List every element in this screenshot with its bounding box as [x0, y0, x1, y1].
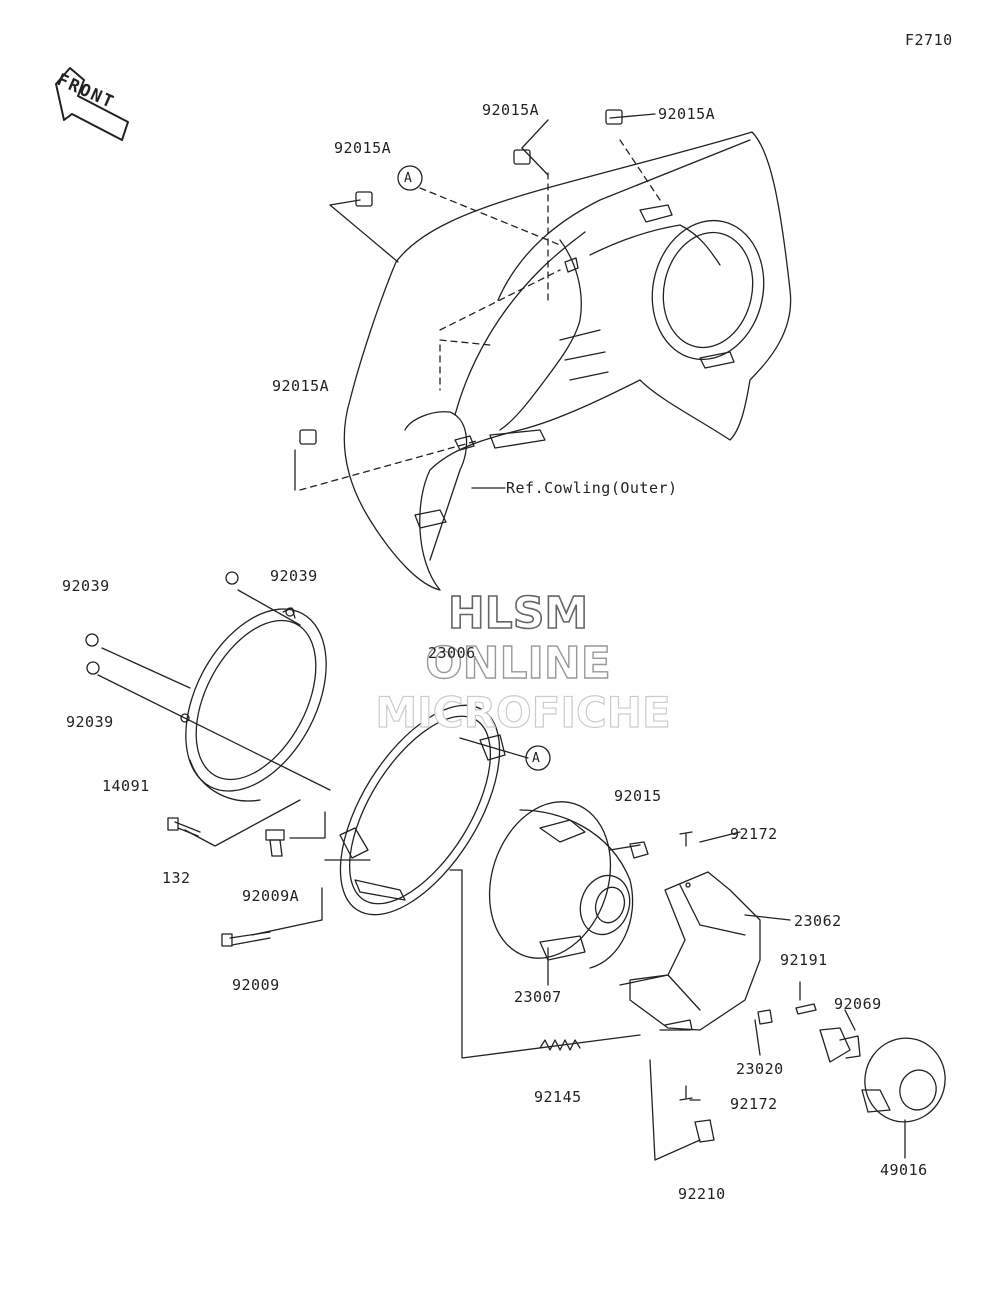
- nut-92015-icon: [629, 841, 649, 859]
- part-label-92009A[interactable]: 92009A: [242, 887, 300, 905]
- callout-a-bottom: A: [532, 751, 541, 766]
- part-label-23006[interactable]: 23006: [428, 644, 476, 662]
- solid-leaders-top: [294, 113, 656, 491]
- cowling-outer-shape: [343, 131, 792, 591]
- part-label-92191[interactable]: 92191: [780, 951, 828, 969]
- front-arrow-icon: [55, 67, 129, 141]
- screw-icons: [85, 571, 285, 947]
- clip-92015A-icon: [299, 109, 623, 445]
- watermark-line2: ONLINE: [425, 637, 612, 689]
- spring-92145-icon: [539, 1039, 581, 1051]
- part-label-14091[interactable]: 14091: [102, 777, 150, 795]
- pin-92191-icon: [795, 1003, 817, 1015]
- part-label-132[interactable]: 132: [162, 869, 191, 887]
- part-label-92210[interactable]: 92210: [678, 1185, 726, 1203]
- boot-49016-shape: [861, 1037, 946, 1123]
- part-label-92172[interactable]: 92172: [730, 1095, 778, 1113]
- watermark-line3: MICROFICHE: [375, 687, 671, 737]
- part-label-92145[interactable]: 92145: [534, 1088, 582, 1106]
- part-label-92069[interactable]: 92069: [834, 995, 882, 1013]
- part-label-92039[interactable]: 92039: [66, 713, 114, 731]
- bracket-23062-shape: [619, 871, 761, 1031]
- part-label-92039[interactable]: 92039: [270, 567, 318, 585]
- bulb-92069-icon: [819, 1027, 861, 1063]
- solid-leaders-bottom: [97, 589, 906, 1161]
- screw-92172-bottom-icon: [679, 1085, 693, 1101]
- headlight-rim-shape: [180, 607, 327, 802]
- dashed-leaders: [299, 139, 661, 491]
- part-label-92015[interactable]: 92015: [614, 787, 662, 805]
- headlight-unit-shape: [488, 801, 634, 969]
- part-label-23020[interactable]: 23020: [736, 1060, 784, 1078]
- nut-23020-icon: [757, 1009, 773, 1025]
- plate-92210-icon: [694, 1119, 715, 1143]
- callout-a-top: A: [404, 171, 413, 186]
- part-label-49016[interactable]: 49016: [880, 1161, 928, 1179]
- mounting-ring-shape: [339, 704, 506, 916]
- callout-a-circle-top: [397, 165, 423, 191]
- part-label-92015A[interactable]: 92015A: [334, 139, 392, 157]
- part-label-92015A[interactable]: 92015A: [272, 377, 330, 395]
- reference-cowling-label: Ref.Cowling(Outer): [506, 479, 678, 497]
- part-label-92015A[interactable]: 92015A: [658, 105, 716, 123]
- figure-code: F2710: [905, 31, 953, 49]
- screw-92172-top-icon: [679, 831, 693, 847]
- part-label-92009[interactable]: 92009: [232, 976, 280, 994]
- part-label-92015A[interactable]: 92015A: [482, 101, 540, 119]
- part-label-23007[interactable]: 23007: [514, 988, 562, 1006]
- watermark-line1: HLSM: [447, 587, 589, 640]
- part-label-23062[interactable]: 23062: [794, 912, 842, 930]
- part-label-92172[interactable]: 92172: [730, 825, 778, 843]
- part-label-92039[interactable]: 92039: [62, 577, 110, 595]
